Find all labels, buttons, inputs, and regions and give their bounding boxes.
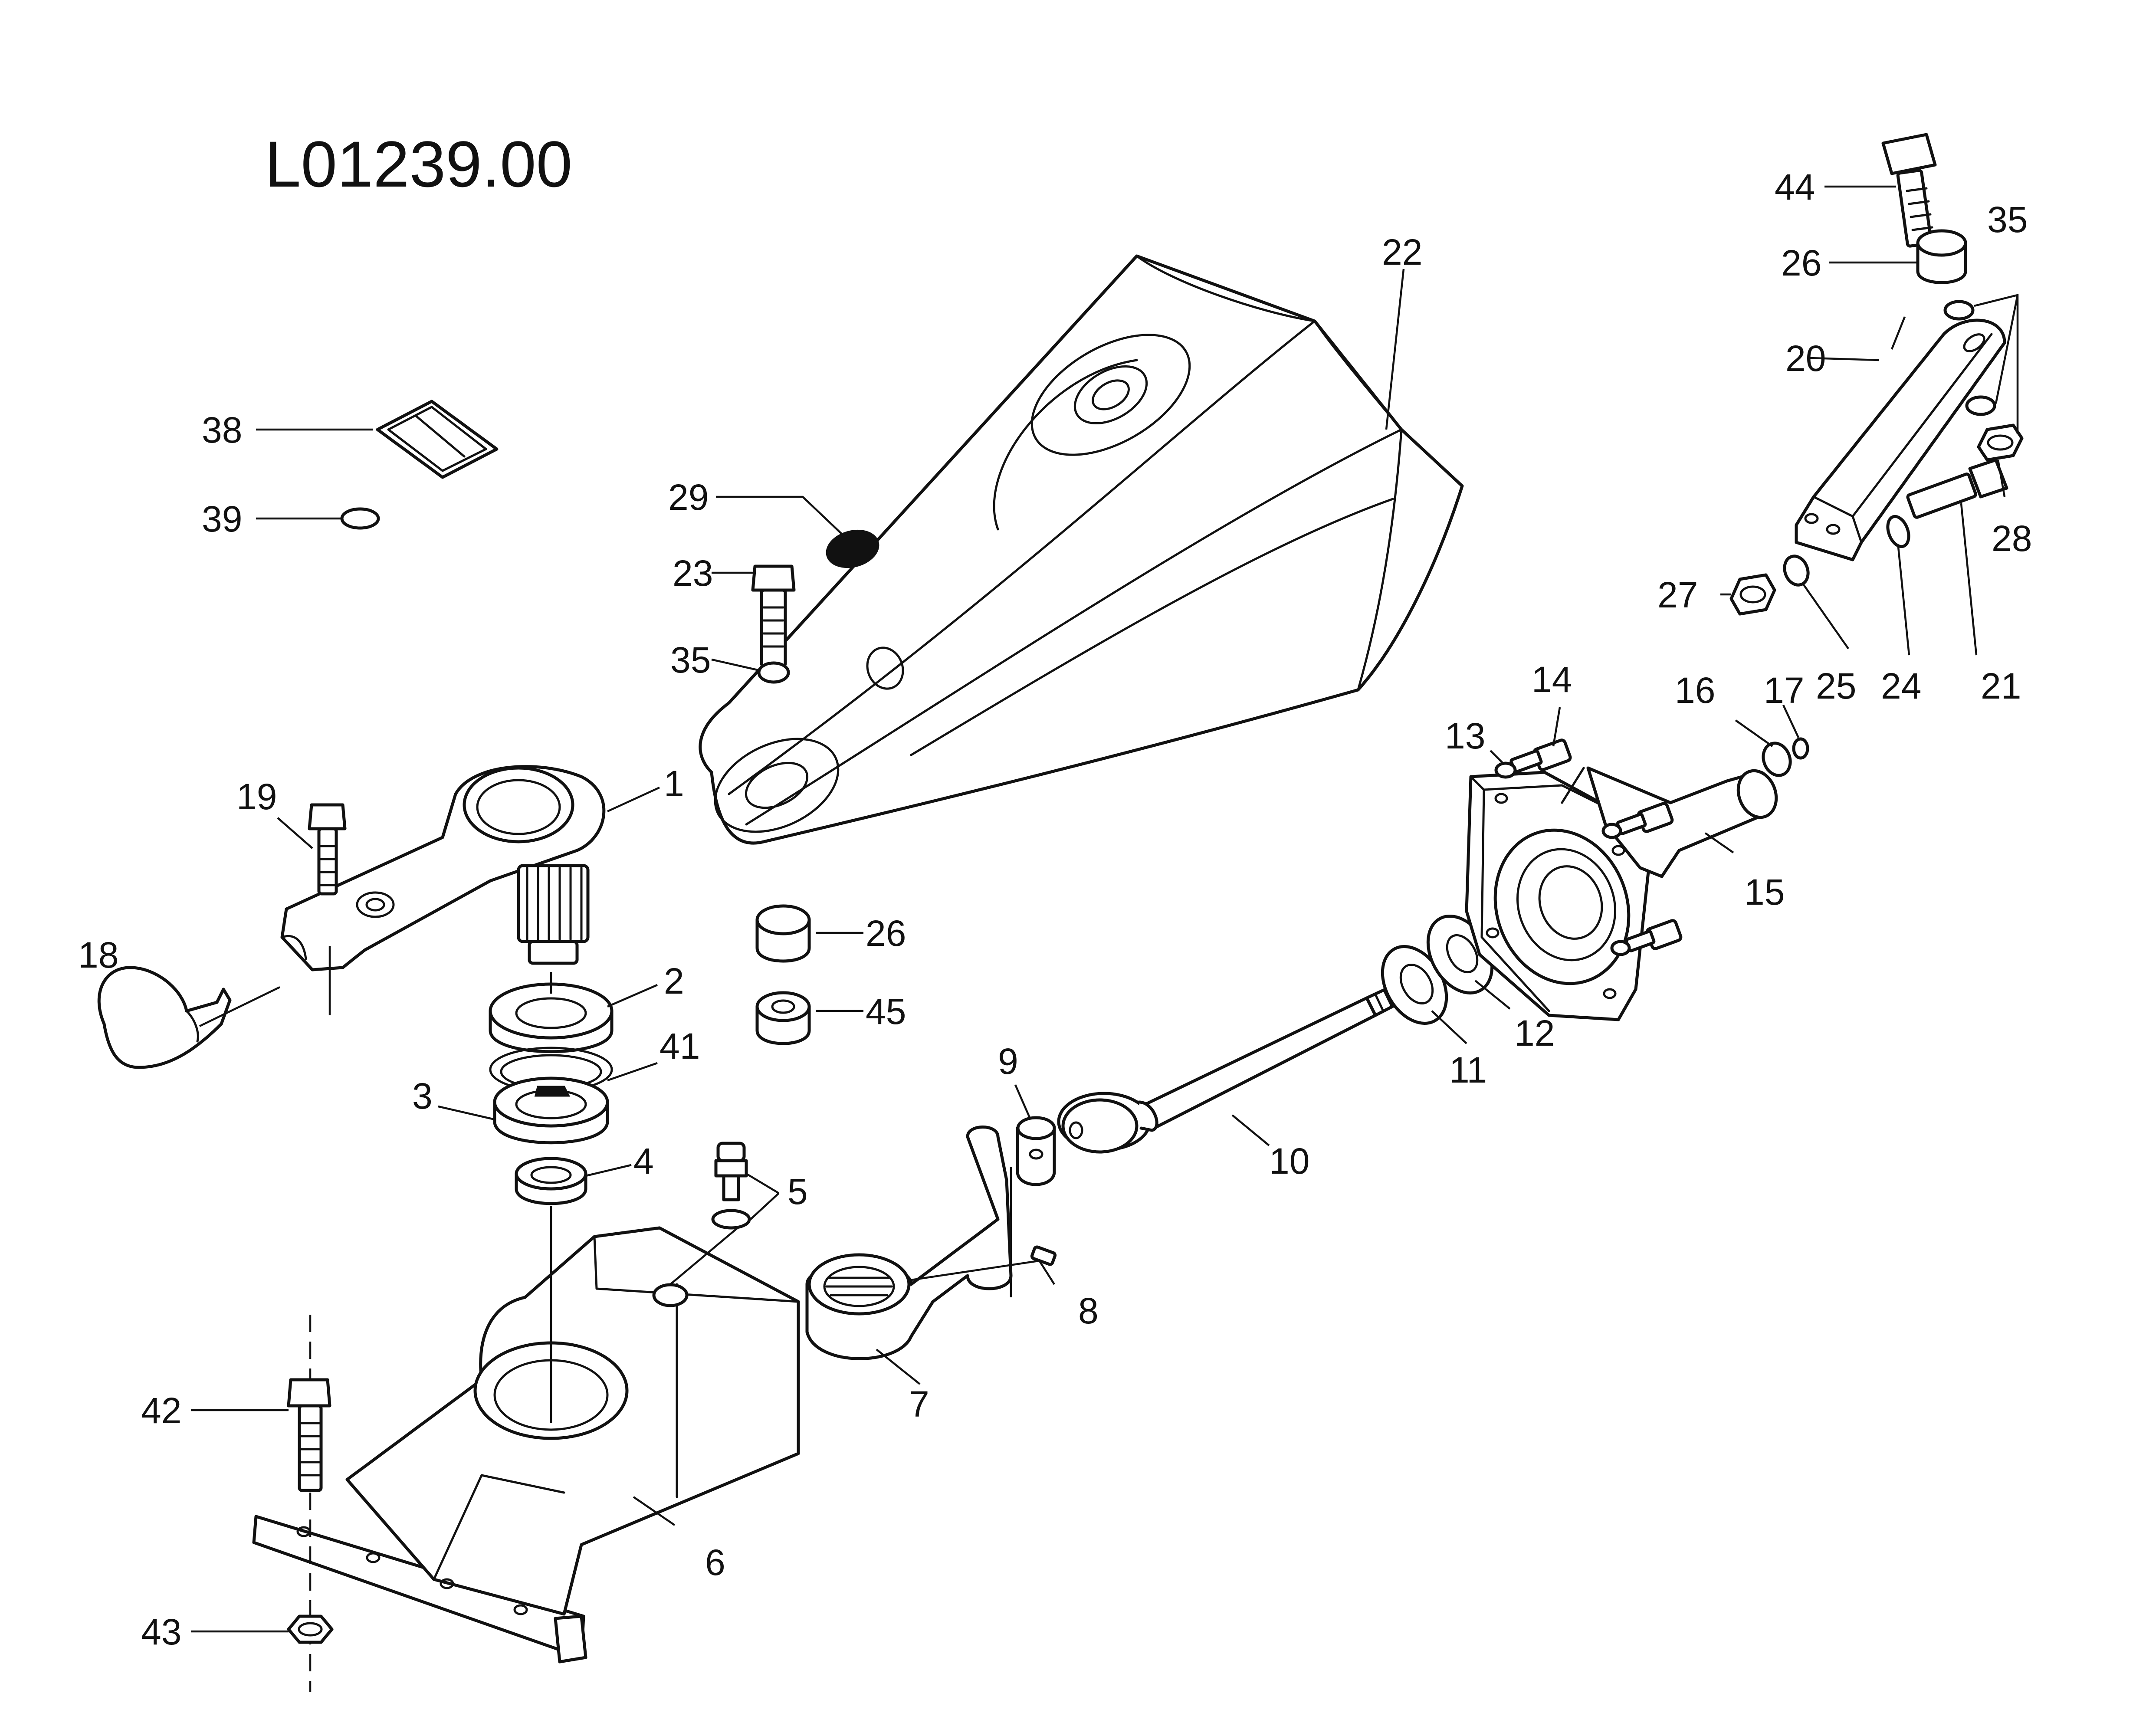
callout-17: 17 — [1764, 670, 1804, 711]
callout-38: 38 — [202, 410, 242, 450]
part-2-seal — [489, 982, 614, 1053]
part-18-ball-joint — [97, 966, 232, 1069]
callout-5: 5 — [788, 1171, 808, 1212]
callout-11: 11 — [1449, 1050, 1487, 1090]
part-19-bolt — [308, 803, 347, 896]
callout-8: 8 — [1078, 1290, 1099, 1331]
part-4-bearing — [515, 1157, 587, 1205]
part-1-splined-shaft — [517, 864, 590, 965]
callout-45: 45 — [866, 991, 906, 1032]
part-5-grease-nipple — [711, 1142, 751, 1230]
part-28-nut — [1977, 423, 2024, 462]
callout-15: 15 — [1744, 872, 1785, 912]
callout-35-left: 35 — [670, 640, 711, 680]
callout-44: 44 — [1775, 167, 1815, 207]
callout-21: 22 — [1382, 232, 1422, 272]
callout-23: 23 — [673, 553, 713, 594]
part-16-seal — [1762, 742, 1792, 777]
callout-2: 2 — [664, 961, 684, 1001]
callout-10: 10 — [1269, 1141, 1309, 1181]
callout-1: 1 — [664, 763, 684, 804]
part-27-nut — [1729, 573, 1776, 616]
callout-41: 41 — [660, 1026, 700, 1067]
callout-18: 18 — [78, 935, 118, 975]
callout-24: 24 — [1881, 666, 1921, 706]
callout-9: 9 — [998, 1041, 1018, 1082]
callout-19: 19 — [236, 776, 277, 817]
callout-22: 21 — [1981, 666, 2021, 706]
part-7-lever — [805, 1126, 1013, 1360]
callout-27: 27 — [1657, 574, 1698, 615]
callout-7: 7 — [909, 1384, 929, 1424]
callout-3: 3 — [412, 1076, 433, 1116]
part-42-bolt — [287, 1378, 331, 1492]
part-35-washer-left — [757, 661, 790, 684]
part-6-housing — [252, 1226, 800, 1664]
part-22-bolt — [1906, 458, 2008, 519]
callout-35-right: 35 — [1987, 199, 2028, 240]
flange-bolt-lower — [1610, 919, 1683, 956]
part-26-bushing-center — [755, 904, 811, 963]
part-24-washer — [1886, 515, 1910, 548]
callout-labels: 1 2 3 4 5 6 7 8 9 10 11 12 13 14 15 16 1… — [78, 167, 2032, 1652]
part-17-ring — [1792, 737, 1809, 760]
leader-lines — [191, 185, 2019, 1633]
callout-12: 12 — [1514, 1013, 1555, 1053]
part-11-seal — [1381, 945, 1448, 1025]
part-9-collar — [1016, 1116, 1056, 1186]
callout-16: 16 — [1675, 670, 1715, 711]
part-3-bearing — [493, 1076, 609, 1145]
callout-43: 43 — [141, 1611, 181, 1652]
part-45-spacer — [755, 991, 811, 1045]
callout-6: 6 — [705, 1542, 725, 1583]
part-35-washer-right — [1965, 395, 1996, 416]
callout-26-center: 26 — [866, 913, 906, 954]
part-14-bolt — [1509, 738, 1572, 774]
callout-28: 28 — [1992, 518, 2032, 559]
callout-14: 14 — [1532, 659, 1572, 700]
part-38-decal — [376, 400, 499, 479]
callout-25: 25 — [1816, 666, 1856, 706]
part-25-washer — [1783, 555, 1810, 587]
part-10-shaft — [1057, 984, 1402, 1154]
part-44-bolt — [1881, 133, 1937, 248]
callout-39: 39 — [202, 499, 242, 539]
part-21-cover — [699, 254, 1464, 845]
part-29-plug — [826, 529, 879, 568]
part-35-washer-upper — [1943, 300, 1975, 321]
callout-42: 42 — [141, 1390, 181, 1431]
callout-20: 20 — [1785, 338, 1826, 379]
callout-13: 13 — [1445, 715, 1485, 756]
callout-4: 4 — [633, 1141, 654, 1181]
part-26-bushing-right — [1916, 229, 1967, 284]
part-1-arm — [280, 765, 606, 971]
callout-26-right: 26 — [1781, 243, 1821, 283]
part-13-washer — [1494, 761, 1517, 779]
part-39-washer — [340, 507, 380, 530]
callout-29: 29 — [668, 477, 709, 518]
flange-bolt-upper — [1601, 802, 1674, 839]
part-43-nut — [287, 1615, 334, 1644]
part-15-flange-housing — [1465, 766, 1778, 1021]
drawing-number: L01239.00 — [265, 128, 572, 200]
part-20-bracket — [1795, 318, 2006, 561]
